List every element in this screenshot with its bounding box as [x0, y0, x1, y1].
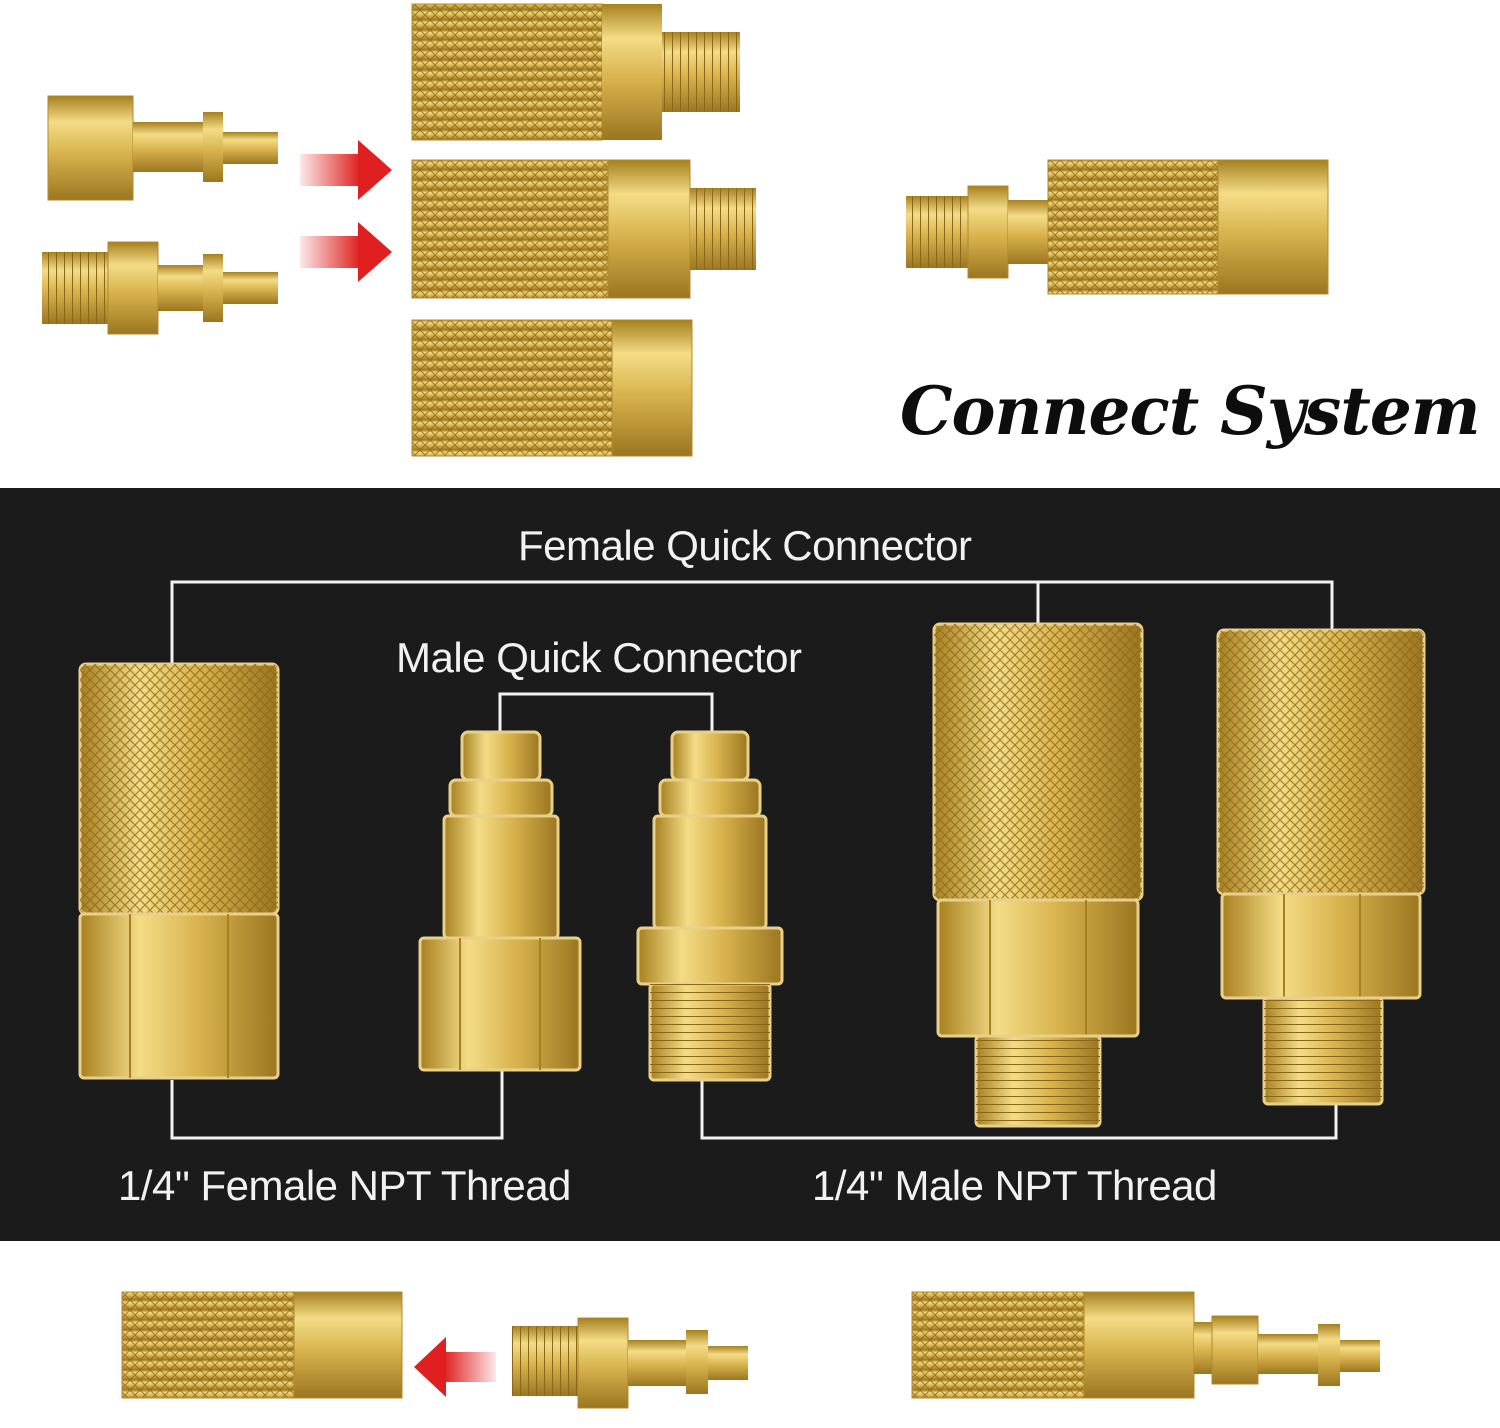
- arrow-right-icon: [300, 140, 392, 200]
- page-title: Connect System: [900, 372, 1481, 450]
- coupler-male-thread-top: [411, 3, 740, 141]
- plug-male-thread: [636, 730, 784, 1082]
- male-plug-female-thread-top: [47, 95, 278, 201]
- arrow-right-icon: [300, 222, 392, 282]
- coupler-male-thread-alt: [1216, 628, 1426, 1106]
- plug-female-thread: [418, 730, 582, 1072]
- assembled-connector-top: [906, 159, 1329, 295]
- female-thread-label: 1/4" Female NPT Thread: [118, 1162, 571, 1209]
- arrow-left-icon: [414, 1337, 496, 1397]
- male-plug-male-thread-top: [42, 241, 278, 335]
- male-thread-label: 1/4" Male NPT Thread: [812, 1162, 1217, 1209]
- coupler-male-thread-middle: [411, 159, 756, 299]
- coupler-female-thread-top: [411, 319, 693, 457]
- female-connector-label: Female Quick Connector: [518, 522, 972, 569]
- coupler-male-thread: [932, 622, 1144, 1128]
- male-connector-label: Male Quick Connector: [396, 634, 802, 681]
- assembled-connector-bottom: [911, 1291, 1380, 1399]
- plug-male-thread-bottom: [512, 1317, 748, 1409]
- bracket-lines: [170, 580, 1338, 1140]
- coupler-female-thread: [78, 662, 280, 1080]
- coupler-female-thread-bottom: [121, 1291, 403, 1399]
